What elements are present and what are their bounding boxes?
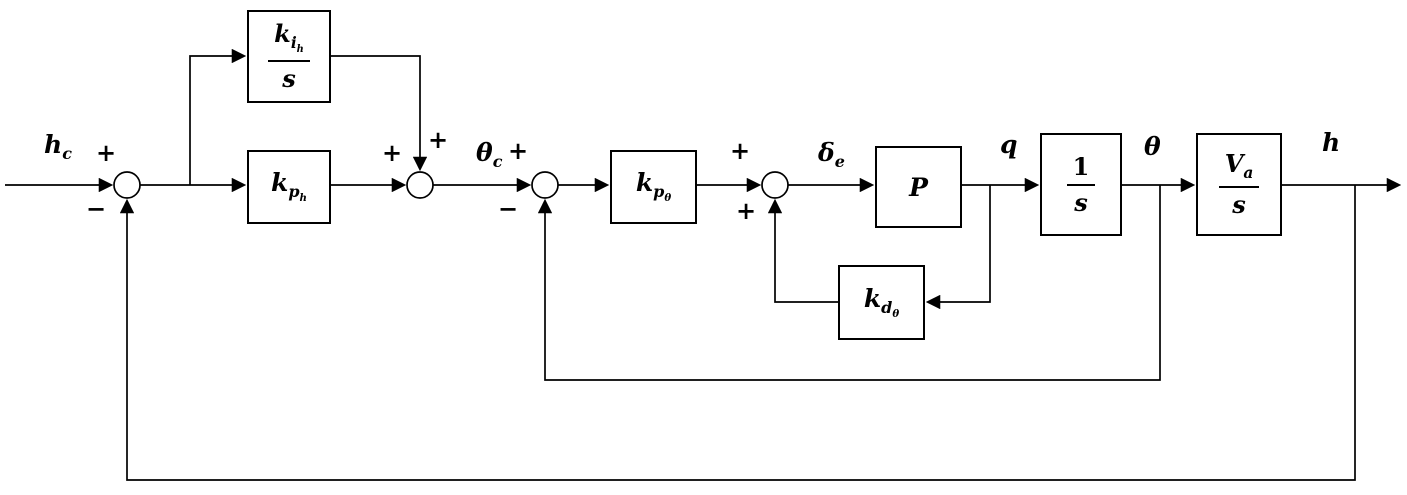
base: k bbox=[274, 19, 291, 49]
base: θ bbox=[1144, 132, 1161, 161]
block-integrator: 1 s bbox=[1040, 133, 1122, 236]
sum-junction-pitch-error bbox=[531, 171, 559, 199]
sign-sum4-plus-bottom: + bbox=[736, 196, 757, 225]
wire-q-branch-to-kdtheta bbox=[925, 185, 991, 310]
base: δ bbox=[818, 138, 835, 167]
wire-kih-to-sum2 bbox=[331, 55, 428, 172]
base: k bbox=[271, 168, 289, 198]
block-integrator-label: 1 s bbox=[1066, 151, 1096, 217]
block-ki-over-s-label: kih s bbox=[268, 22, 310, 93]
sub-subscript: h bbox=[299, 192, 307, 205]
subscript: e bbox=[834, 152, 845, 171]
sum-junction-altitude-error bbox=[113, 171, 141, 199]
block-kd-theta-label: kdθ bbox=[864, 286, 899, 319]
block-kd-theta: kdθ bbox=[838, 265, 925, 340]
block-plant-label: P bbox=[909, 172, 928, 202]
denominator: s bbox=[282, 63, 296, 93]
numerator: 1 bbox=[1072, 151, 1090, 181]
base: k bbox=[863, 283, 882, 313]
subscript: p bbox=[288, 182, 300, 202]
sub-subscript: θ bbox=[664, 192, 672, 205]
sign-sum3-minus: − bbox=[498, 194, 519, 223]
subscript: d bbox=[881, 297, 893, 317]
signal-label-h: h bbox=[1322, 130, 1340, 155]
signal-label-hc: hc bbox=[44, 132, 72, 162]
block-kp-h: kph bbox=[247, 150, 331, 224]
block-kp-h-label: kph bbox=[271, 170, 307, 203]
base: h bbox=[1322, 128, 1341, 157]
sign-sum2-plus-left: + bbox=[382, 138, 403, 167]
wire-h-feedback-to-sum1 bbox=[119, 185, 1356, 481]
base: k bbox=[635, 168, 654, 198]
sum-junction-pitch-rate bbox=[761, 171, 789, 199]
wire-theta-feedback-to-sum3 bbox=[537, 185, 1161, 381]
sign-sum1-plus: + bbox=[96, 138, 117, 167]
block-va-over-s-label: Va s bbox=[1218, 148, 1260, 220]
block-ki-over-s: kih s bbox=[247, 10, 331, 103]
fraction-bar bbox=[1066, 183, 1096, 186]
subscript: a bbox=[1243, 163, 1254, 182]
numerator: kih bbox=[274, 22, 304, 55]
signal-label-delta-e: δe bbox=[818, 140, 845, 170]
subscript: p bbox=[653, 182, 665, 202]
numerator: Va bbox=[1224, 148, 1254, 182]
denominator: s bbox=[1074, 187, 1088, 217]
sum-junction-pi-combine bbox=[406, 171, 434, 199]
block-kp-theta: kpθ bbox=[610, 150, 697, 224]
sub-subscript: θ bbox=[892, 307, 900, 320]
signal-label-q: q bbox=[1000, 132, 1017, 157]
base: V bbox=[1224, 148, 1244, 178]
base: h bbox=[44, 130, 63, 159]
subscript: c bbox=[62, 144, 72, 163]
wire-kdtheta-to-sum4 bbox=[767, 198, 838, 303]
sign-sum2-plus-top: + bbox=[428, 125, 449, 154]
signal-label-theta-c: θc bbox=[476, 140, 502, 170]
block-va-over-s: Va s bbox=[1196, 133, 1282, 236]
sign-sum3-plus: + bbox=[508, 136, 529, 165]
sign-sum1-minus: − bbox=[86, 194, 107, 223]
subscript: c bbox=[492, 152, 503, 171]
block-kp-theta-label: kpθ bbox=[636, 170, 671, 203]
sign-sum4-plus-left: + bbox=[730, 136, 751, 165]
subscript: i bbox=[290, 33, 297, 52]
base: q bbox=[1000, 130, 1018, 159]
fraction-bar bbox=[268, 59, 310, 62]
sub-subscript: h bbox=[296, 44, 304, 56]
fraction-bar bbox=[1218, 186, 1260, 189]
block-plant: P bbox=[875, 146, 962, 228]
signal-label-theta: θ bbox=[1144, 134, 1161, 159]
wire-branch-to-kih bbox=[189, 48, 247, 185]
denominator: s bbox=[1232, 190, 1246, 220]
base: θ bbox=[476, 138, 493, 167]
